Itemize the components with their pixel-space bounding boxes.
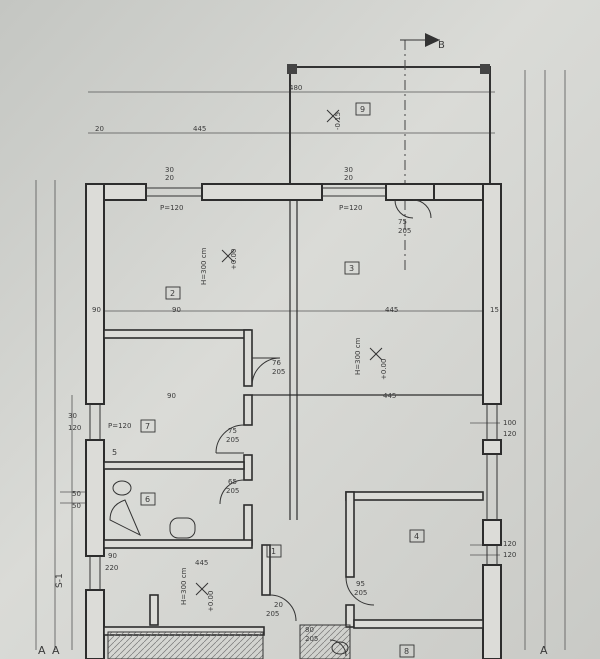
room-2-number: 2 [170,289,175,298]
partition-lines [252,200,483,520]
door6-a: 75 [398,218,407,226]
dim-window2-b: 20 [344,174,353,182]
bathroom-fixtures [109,480,349,655]
door6-b: 205 [398,227,411,235]
section-b-label: B [438,40,445,51]
dim-mid-b: 445 [385,306,398,314]
door5-a: 20 [274,601,283,609]
level-label-1: +0.00 [230,249,238,270]
exterior-walls [85,183,502,659]
door7-a: 80 [305,626,314,634]
door4-a: 95 [356,580,365,588]
dim-top-2b: 20 [95,125,104,133]
door2-b: 205 [226,487,239,495]
dim-right-a: 100 [503,419,516,427]
door5-b: 205 [266,610,279,618]
dim-left-a: 30 [68,412,77,420]
dim-right-d: 120 [503,551,516,559]
door2-a: 65 [228,478,237,486]
dim-window2-a: 30 [344,166,353,174]
room-1-number: 1 [271,547,276,556]
dim-left-d: 50 [72,502,81,510]
section-marker [400,33,440,47]
dim-left-b: 120 [68,424,81,432]
dim-right-c: 120 [503,540,516,548]
level-label-4: -0.15 [334,112,342,130]
dim-window1-a: 30 [165,166,174,174]
door1-a: 75 [228,427,237,435]
height-label-1: H=300 cm [200,247,208,285]
stair-hatch [107,631,264,659]
level-symbols [195,109,383,596]
room-5-number: 5 [112,448,117,457]
dim-top-2: 445 [193,125,206,133]
section-a-left-label: A [52,644,60,657]
room-6-number: 6 [145,495,150,504]
height-label-3: H=300 cm [180,567,188,605]
room-3-number: 3 [349,264,354,273]
door7-b: 205 [305,635,318,643]
dim-left-f: 220 [105,564,118,572]
dim-mid-e: 445 [383,392,396,400]
dim-mid-a2: 90 [172,306,181,314]
interior-walls [103,329,484,636]
door1-b: 205 [226,436,239,444]
door3-a: 76 [272,359,281,367]
section-a-left2-label: A [38,644,46,657]
window1-p-label: P=120 [160,204,183,212]
room-7-number: 7 [145,422,150,431]
door3-b: 205 [272,368,285,376]
dim-mid-c: 15 [490,306,499,314]
room7-p-label: P=120 [108,422,131,430]
door-swings [215,199,432,657]
dim-window1-b: 20 [165,174,174,182]
door4-b: 205 [354,589,367,597]
dim-left-c: 50 [72,490,81,498]
level-label-3: +0.00 [207,591,215,612]
dim-mid-d: 90 [167,392,176,400]
section-a-right-label: A [540,644,548,657]
level-label-2: +0.00 [380,359,388,380]
room-9-number: 9 [360,105,365,114]
room-8-number: 8 [404,647,409,656]
dim-left-e: 90 [108,552,117,560]
dim-right-b: 120 [503,430,516,438]
height-label-2: H=300 cm [354,337,362,375]
dim-mid-f: 445 [195,559,208,567]
label-boxes [140,102,425,658]
dim-top-1: 480 [289,84,302,92]
room-4-number: 4 [414,532,419,541]
dim-mid-a: 90 [92,306,101,314]
window2-p-label: P=120 [339,204,362,212]
windows [89,187,498,590]
section-s1-label: S-1 [55,573,65,588]
